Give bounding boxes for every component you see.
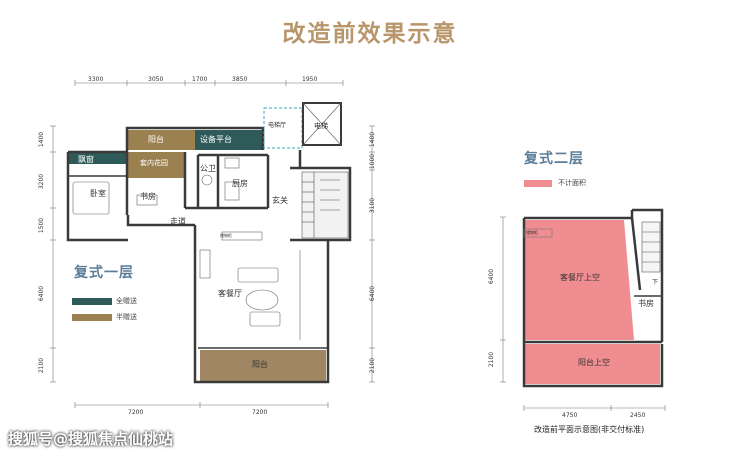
bay-window-fill xyxy=(68,152,126,164)
room-living-void: 客餐厅上空 xyxy=(560,273,600,282)
floor2-caption: 改造前平面示意图(非交付标准) xyxy=(534,425,645,434)
dim-right-2: 1000 xyxy=(369,153,377,170)
dim-left-1: 1400 xyxy=(38,131,46,148)
page-title: 改造前效果示意 xyxy=(282,21,458,47)
room-elevator-hall: 电梯厅 xyxy=(268,122,287,129)
legend-swatch-half xyxy=(72,314,112,321)
floor1-walls xyxy=(66,126,352,384)
dim-bottom-2: 7200 xyxy=(252,409,268,416)
dim-right-5: 2100 xyxy=(369,357,377,374)
room-study-floor2: 书房 xyxy=(638,299,654,308)
room-living: 客餐厅 xyxy=(218,289,242,298)
floor1-cabinet: 储物柜 xyxy=(220,233,232,238)
dim-right-1: 1400 xyxy=(369,131,377,148)
balcony-bottom-fill xyxy=(200,350,326,381)
floor2-dim-bottom-1: 4750 xyxy=(562,412,578,419)
floor1-section-label: 复式一层 xyxy=(74,265,134,281)
floor2-dim-bottom-2: 2450 xyxy=(630,412,646,419)
room-bedroom: 卧室 xyxy=(90,189,106,198)
dim-left-4: 6400 xyxy=(38,285,46,302)
dim-bottom-1: 7200 xyxy=(128,409,144,416)
legend-label-not-counted: 不计面积 xyxy=(558,179,586,187)
balcony-void-fill xyxy=(524,344,660,384)
room-corridor: 走道 xyxy=(170,217,186,226)
equipment-platform-fill xyxy=(195,130,263,150)
room-study: 书房 xyxy=(140,192,156,201)
floor2-dim-left-1: 6400 xyxy=(488,268,496,285)
living-void-fill xyxy=(524,220,634,340)
dim-top-1: 3300 xyxy=(88,76,104,83)
floor1-dimension-lines xyxy=(50,80,375,408)
legend-swatch-full xyxy=(72,298,112,305)
living-furniture xyxy=(72,157,301,340)
legend-swatch-not-counted xyxy=(524,180,552,187)
dim-top-4: 3850 xyxy=(232,76,248,83)
floor2-walls xyxy=(522,208,664,388)
dim-left-5: 2100 xyxy=(38,357,46,374)
stairs-floor2 xyxy=(641,221,661,273)
room-balcony-top: 阳台 xyxy=(148,135,164,144)
floor2-section-label: 复式二层 xyxy=(524,151,584,167)
elevator-shaft xyxy=(302,102,342,146)
dim-left-3: 1500 xyxy=(38,217,46,234)
stairs-floor1 xyxy=(301,171,349,239)
balcony-top-fill xyxy=(127,130,195,150)
room-balcony-void: 阳台上空 xyxy=(578,358,610,367)
dim-right-4: 6400 xyxy=(369,285,377,302)
room-balcony-bottom: 阳台 xyxy=(252,360,268,369)
room-elevator: 电梯 xyxy=(314,122,328,130)
dim-top-5: 1950 xyxy=(302,76,318,83)
room-bay-window: 飘窗 xyxy=(78,155,94,164)
dim-top-3: 1700 xyxy=(192,76,208,83)
stairs-down-label: 下 xyxy=(652,279,659,286)
room-foyer: 玄关 xyxy=(272,196,288,205)
room-kitchen: 厨房 xyxy=(232,179,248,188)
room-bath: 公卫 xyxy=(200,164,216,173)
dim-left-2: 3200 xyxy=(38,173,46,190)
watermark: 搜狐号@搜狐焦点仙桃站 xyxy=(8,430,174,448)
garden-fill xyxy=(127,152,185,178)
legend-label-half: 半赠送 xyxy=(116,313,137,321)
dim-top-2: 3050 xyxy=(148,76,164,83)
floor2-cabinet: 储物柜 xyxy=(526,230,538,235)
room-garden: 套内花园 xyxy=(140,159,168,167)
dim-right-3: 3100 xyxy=(369,197,377,214)
floor2-dimension-lines xyxy=(500,216,666,411)
room-equipment-platform: 设备平台 xyxy=(200,135,232,144)
floor2-dim-left-2: 2100 xyxy=(488,351,496,368)
legend-label-full: 全赠送 xyxy=(116,297,137,305)
